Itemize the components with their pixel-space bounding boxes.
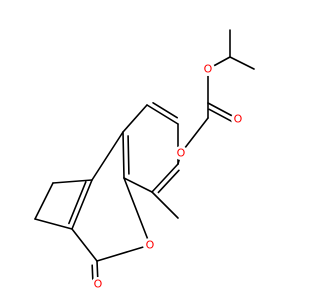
bond-17 — [34, 218, 73, 230]
bond-2 — [122, 104, 148, 133]
atom-bg-o-ester-carbonyl — [231, 112, 245, 126]
bond-lines — [34, 29, 255, 285]
atom-label-o-ester: O — [204, 63, 213, 76]
atom-label-o-ester-carbonyl: O — [234, 113, 243, 126]
atom-bg-o-ring — [143, 238, 157, 252]
bond-double-19 — [91, 264, 94, 282]
bond-15 — [52, 179, 93, 184]
bond-28 — [229, 56, 255, 70]
atom-label-o-ring: O — [146, 239, 155, 252]
bond-11 — [71, 228, 98, 262]
bond-20 — [151, 191, 179, 219]
bond-double-13 — [68, 181, 87, 225]
bond-9 — [123, 177, 151, 246]
molecule-structure: O O O O O — [34, 29, 255, 291]
bond-double-4 — [152, 102, 179, 119]
atom-labels: O O O O O — [91, 62, 245, 291]
atom-label-o-ether: O — [177, 147, 186, 160]
atom-bg-o-ether — [174, 146, 188, 160]
atom-label-o-carbonyl: O — [94, 278, 103, 291]
atom-bg-o-carbonyl — [91, 277, 105, 291]
bond-12 — [71, 179, 93, 230]
bond-22 — [180, 117, 209, 154]
bond-double-1 — [127, 135, 130, 175]
bond-double-7 — [157, 169, 180, 194]
bond-8 — [123, 177, 153, 193]
bond-10 — [96, 244, 151, 262]
bond-0 — [122, 131, 125, 179]
bond-double-25 — [208, 108, 233, 123]
bond-16 — [34, 182, 54, 220]
bond-14 — [91, 131, 124, 181]
atom-bg-o-ester — [201, 62, 215, 76]
bond-3 — [146, 104, 179, 125]
bond-6 — [151, 163, 179, 193]
